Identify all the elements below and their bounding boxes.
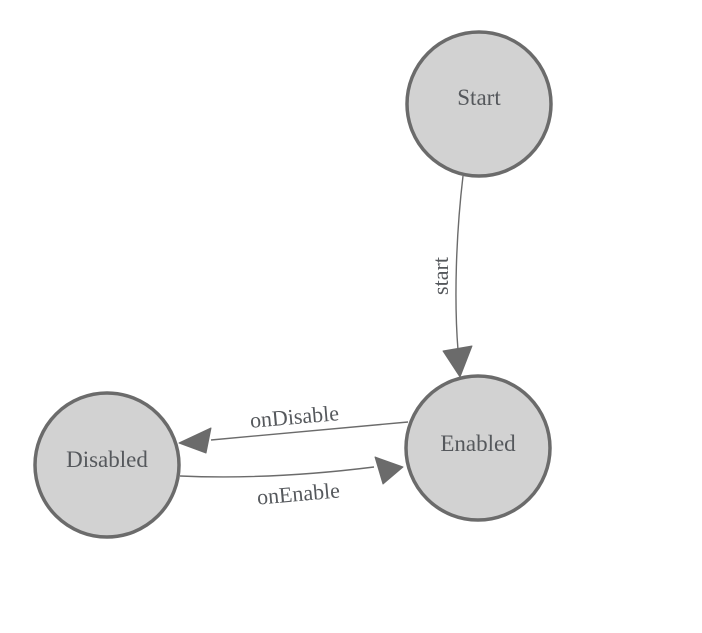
- node-enabled-circle[interactable]: [404, 374, 552, 522]
- node-start[interactable]: Start: [405, 30, 553, 178]
- node-disabled-circle[interactable]: [33, 391, 181, 539]
- edge-start-to-enabled: start: [428, 175, 473, 378]
- node-start-label: Start: [457, 85, 501, 110]
- arrowhead-left-icon: [178, 427, 212, 454]
- edge-label-onenable: onEnable: [256, 477, 341, 509]
- edge-start-path: [455, 175, 464, 351]
- node-enabled[interactable]: Enabled: [404, 374, 552, 522]
- edge-disabled-to-enabled: onEnable: [179, 456, 404, 510]
- edge-enabled-to-disabled: onDisable: [178, 400, 409, 454]
- arrowhead-down-icon: [442, 345, 473, 378]
- edge-label-ondisable: onDisable: [249, 400, 340, 433]
- node-enabled-label: Enabled: [440, 431, 516, 456]
- edge-label-start: start: [428, 257, 453, 295]
- arrowhead-right-icon: [374, 456, 404, 485]
- node-disabled-label: Disabled: [66, 447, 148, 472]
- node-disabled[interactable]: Disabled: [33, 391, 181, 539]
- edge-ondisable-path: [210, 421, 409, 441]
- node-start-circle[interactable]: [405, 30, 553, 178]
- edge-onenable-path: [179, 466, 375, 478]
